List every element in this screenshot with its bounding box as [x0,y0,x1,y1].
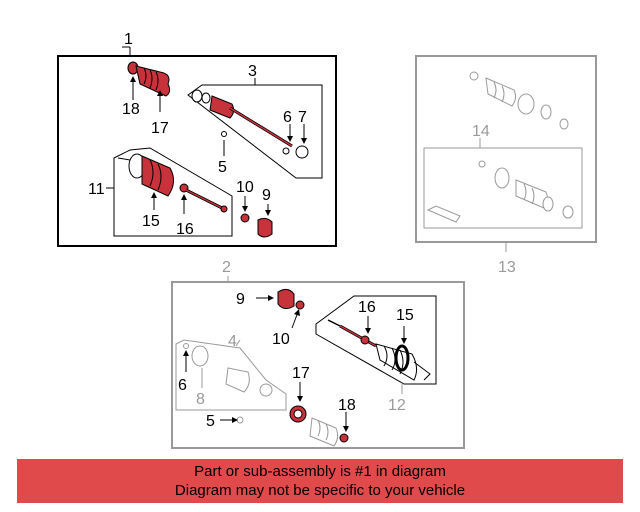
callout-6: 6 [283,109,292,126]
callout-18-bottom: 18 [338,397,356,414]
callout-17-bottom: 17 [292,365,310,382]
banner-line-1: Part or sub-assembly is #1 in diagram [194,463,446,480]
callout-12: 12 [388,397,406,414]
callout-11: 11 [88,181,105,198]
callout-1: 1 [124,31,133,48]
callout-10: 10 [236,179,254,196]
callout-10-bottom: 10 [272,331,290,348]
callout-7: 7 [298,109,307,126]
banner-line-2: Diagram may not be specific to your vehi… [174,482,466,499]
callout-18: 18 [122,101,140,118]
callout-4: 4 [228,333,237,350]
callout-3: 3 [248,63,257,80]
callout-15: 15 [142,213,160,230]
callout-8: 8 [196,391,205,408]
leader-lines-top-left [106,46,307,216]
callout-16-bottom: 16 [358,299,376,316]
bearing-9-10-part [240,213,273,238]
callout-5-bottom: 5 [206,413,215,430]
callout-15-bottom: 15 [396,307,414,324]
callout-17: 17 [151,120,169,137]
assembly-1-panel[interactable] [57,55,337,247]
boot-17-part [127,61,171,97]
callout-2: 2 [222,259,231,276]
callout-16: 16 [176,221,194,238]
callout-9: 9 [262,187,271,204]
leader-lines-bottom [183,295,407,432]
shaft-11-part [117,153,228,213]
callout-5: 5 [218,159,227,176]
shaft-3-part [191,89,309,159]
vehicle-fit-banner: Part or sub-assembly is #1 in diagram Di… [17,459,623,503]
callout-13: 13 [498,259,516,276]
callout-14: 14 [472,123,490,140]
callout-6-bottom: 6 [178,377,187,394]
callout-9-bottom: 9 [236,291,245,308]
assembly-2-parts [183,288,431,447]
assembly-13-parts [426,71,574,223]
